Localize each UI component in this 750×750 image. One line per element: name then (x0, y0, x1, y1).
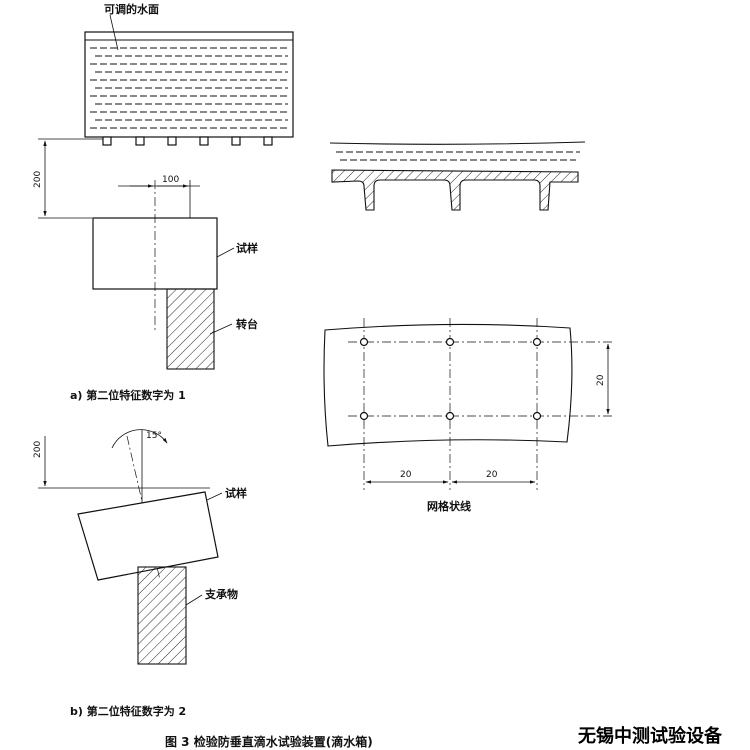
dimension-100 (118, 180, 200, 218)
label-grid-lines: 网格状线 (427, 499, 471, 513)
angle-label-15: 15° (146, 431, 162, 441)
dim-label-grid-h2: 20 (486, 470, 498, 480)
subcaption-b: b) 第二位特征数字为 2 (70, 704, 186, 718)
section-bottom-plate (331, 169, 579, 211)
dimension-200-a (38, 138, 103, 219)
drip-box-section (329, 141, 586, 211)
label-specimen-b: 试样 (225, 486, 247, 500)
figure-caption: 图 3 检验防垂直滴水试验装置(滴水箱) (165, 734, 373, 749)
specimen-b (77, 491, 219, 581)
label-specimen-a: 试样 (236, 241, 258, 255)
dim-label-200-b: 200 (33, 441, 43, 458)
turntable-a (166, 288, 215, 370)
grid-drip-points (359, 337, 542, 421)
subcaption-a: a) 第二位特征数字为 1 (70, 388, 186, 402)
label-adjustable-water-surface: 可调的水面 (104, 2, 159, 16)
label-turntable: 转台 (236, 317, 258, 331)
grid-panel (323, 318, 612, 490)
dim-label-grid-h1: 20 (400, 470, 412, 480)
support-b (137, 566, 187, 665)
label-support: 支承物 (204, 587, 238, 601)
dim-label-100: 100 (162, 175, 179, 185)
dimension-200-b (38, 436, 210, 489)
dim-label-200-a: 200 (33, 171, 43, 188)
drip-box (84, 14, 294, 146)
drip-nozzles (102, 136, 273, 146)
dim-label-grid-vertical: 20 (596, 374, 606, 386)
watermark: 无锡中测试验设备 (578, 725, 723, 747)
water-dash-lines (90, 47, 288, 129)
